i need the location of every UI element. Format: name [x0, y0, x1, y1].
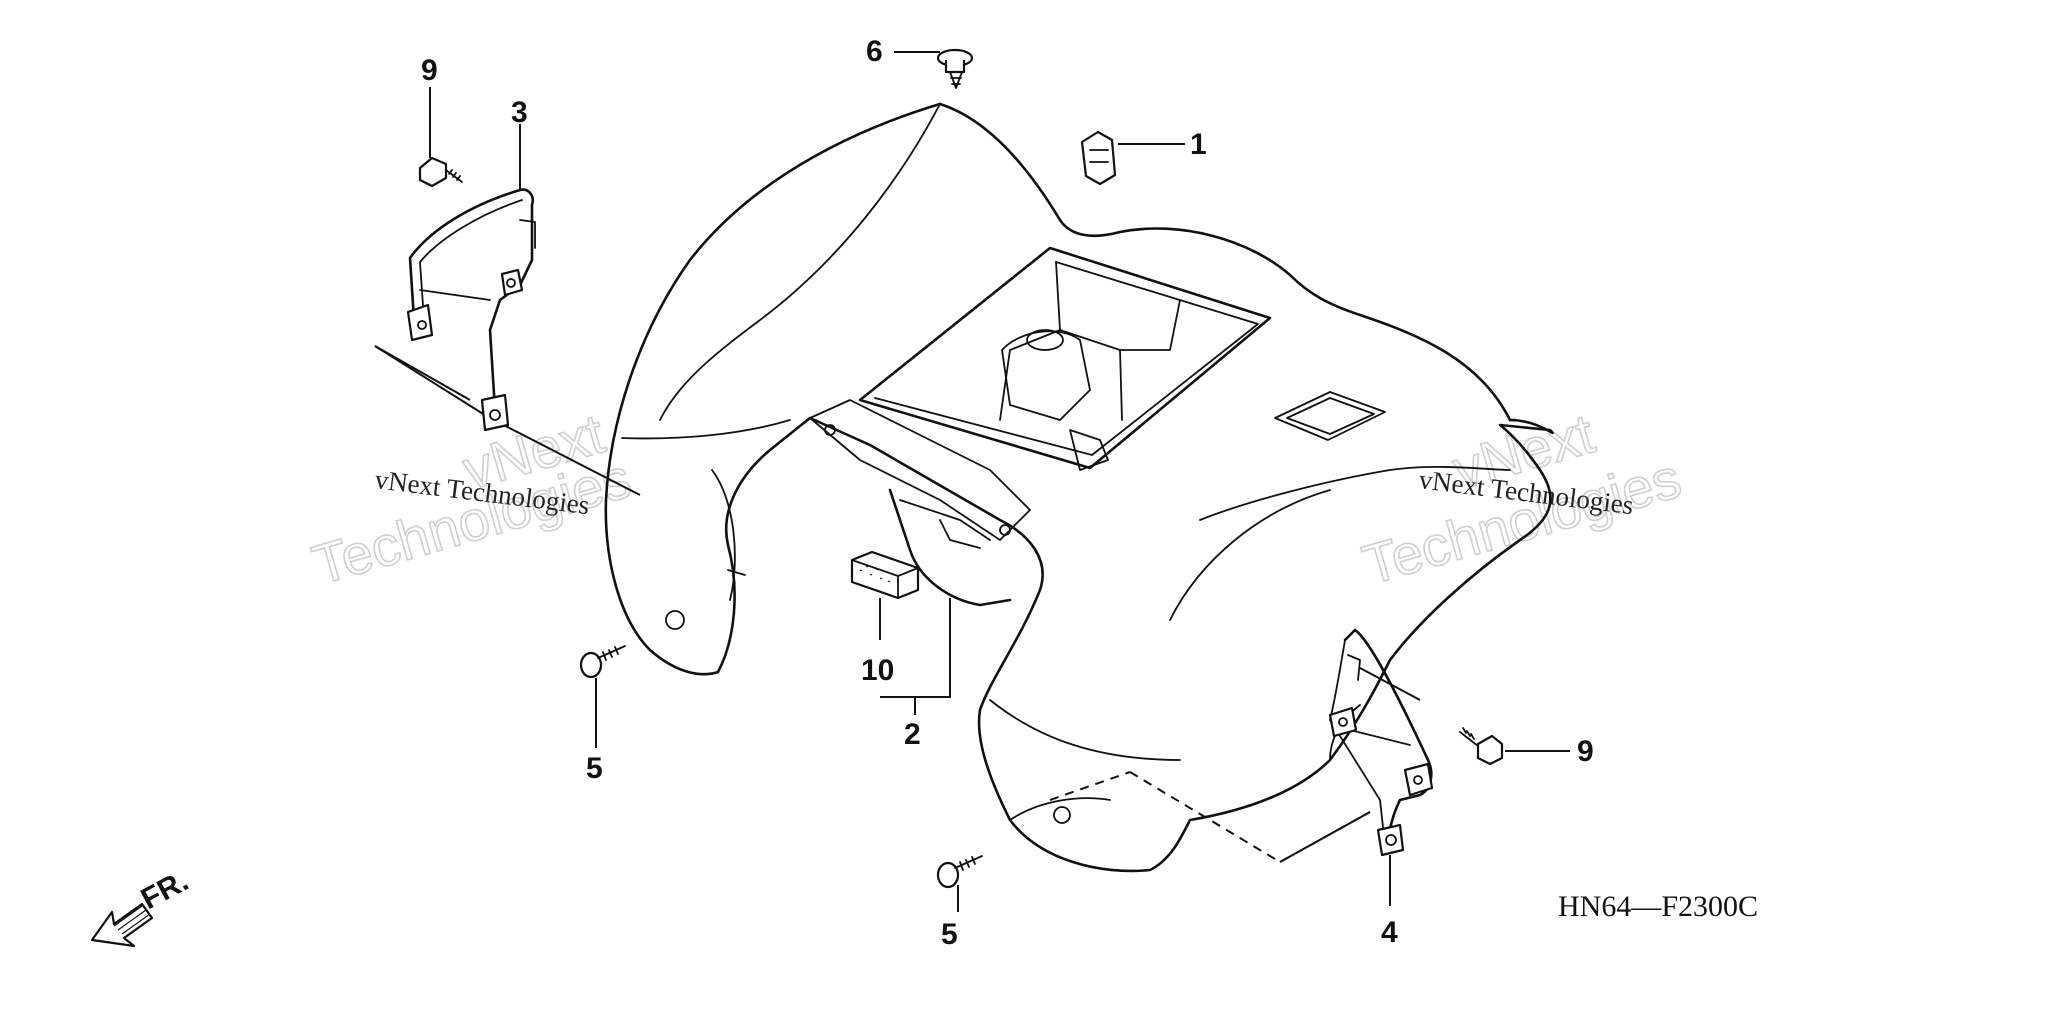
- rear-fender: [604, 102, 1554, 873]
- screw-bottom-5: [936, 855, 983, 889]
- callout-leaders: [429, 51, 1570, 912]
- callout-3: 3: [511, 96, 528, 129]
- watermark-left: vNext Technologies vNext Technologies: [305, 401, 638, 598]
- bolt-left-9: [418, 156, 463, 188]
- left-bracket: [406, 188, 536, 432]
- watermark-right: vNext Technologies vNext Technologies: [1355, 401, 1688, 598]
- callout-4: 4: [1381, 916, 1398, 949]
- front-arrow-icon: [90, 902, 154, 948]
- screw-left-5: [579, 645, 626, 679]
- callout-1: 1: [1190, 128, 1207, 161]
- bolt-top: [936, 48, 974, 89]
- callout-9-right: 9: [1577, 735, 1594, 768]
- bolt-right-9: [1459, 727, 1504, 766]
- drawing-code: HN64—F2300C: [1558, 890, 1758, 923]
- callout-6: 6: [866, 35, 883, 68]
- right-bracket: [1328, 628, 1434, 857]
- callout-9-left: 9: [421, 54, 438, 87]
- front-direction-indicator: FR.: [90, 864, 194, 948]
- callout-5-left: 5: [586, 752, 603, 785]
- callout-numbers: 1 2 3 4 5 5 6 9 9 10: [421, 35, 1594, 951]
- callout-5-bottom: 5: [941, 918, 958, 951]
- rubber-block-10: [850, 550, 920, 600]
- callout-10: 10: [861, 654, 894, 687]
- clip-part: [1080, 130, 1117, 186]
- callout-2: 2: [904, 718, 921, 751]
